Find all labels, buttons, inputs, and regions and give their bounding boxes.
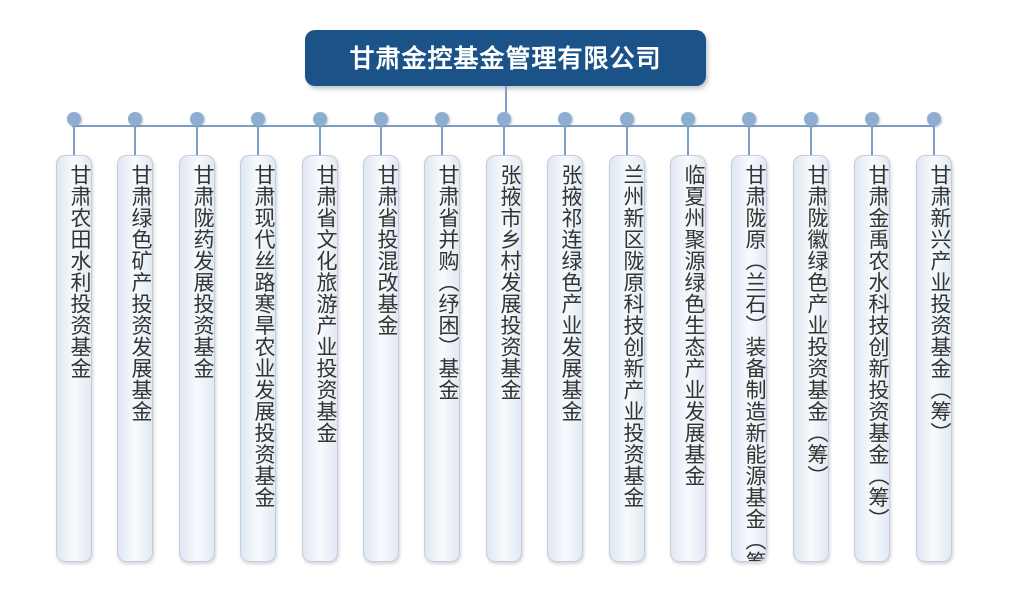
- branch-dot-icon: [67, 112, 81, 126]
- fund-box[interactable]: 甘肃省投混改基金: [363, 155, 399, 562]
- branch-stem-connector: [134, 126, 136, 155]
- fund-box[interactable]: 甘肃陇原（兰石）装备制造新能源基金（筹）: [731, 155, 767, 562]
- branch-dot-icon: [927, 112, 941, 126]
- branch-dot-icon: [190, 112, 204, 126]
- branch-stem-connector: [564, 126, 566, 155]
- fund-box[interactable]: 张掖祁连绿色产业发展基金: [547, 155, 583, 562]
- branch-stem-connector: [810, 126, 812, 155]
- branch-dot-icon: [804, 112, 818, 126]
- branch-stem-connector: [257, 126, 259, 155]
- fund-label: 甘肃新兴产业投资基金（筹）: [928, 164, 952, 444]
- branch-dot-icon: [497, 112, 511, 126]
- branch-dot-icon: [558, 112, 572, 126]
- branch-dot-icon: [865, 112, 879, 126]
- root-node-company[interactable]: 甘肃金控基金管理有限公司: [305, 30, 706, 86]
- fund-label: 甘肃陇原（兰石）装备制造新能源基金（筹）: [743, 164, 767, 562]
- fund-label: 甘肃省投混改基金: [375, 164, 399, 336]
- fund-label: 甘肃省并购（纾困）基金: [436, 164, 460, 401]
- branch-stem-connector: [626, 126, 628, 155]
- branch-dot-icon: [313, 112, 327, 126]
- branch-stem-connector: [441, 126, 443, 155]
- branch-dot-icon: [681, 112, 695, 126]
- fund-label: 张掖祁连绿色产业发展基金: [559, 164, 583, 422]
- horizontal-bus-connector: [72, 125, 933, 127]
- fund-box[interactable]: 临夏州聚源绿色生态产业发展基金: [670, 155, 706, 562]
- fund-box[interactable]: 兰州新区陇原科技创新产业投资基金: [609, 155, 645, 562]
- fund-label: 甘肃金禹农水科技创新投资基金（筹）: [866, 164, 890, 530]
- trunk-connector: [505, 86, 507, 126]
- fund-box[interactable]: 甘肃金禹农水科技创新投资基金（筹）: [854, 155, 890, 562]
- fund-label: 甘肃农田水利投资基金: [68, 164, 92, 379]
- fund-label: 兰州新区陇原科技创新产业投资基金: [621, 164, 645, 508]
- fund-box[interactable]: 甘肃省文化旅游产业投资基金: [302, 155, 338, 562]
- branch-stem-connector: [380, 126, 382, 155]
- fund-box[interactable]: 甘肃农田水利投资基金: [56, 155, 92, 562]
- fund-label: 张掖市乡村发展投资基金: [498, 164, 522, 401]
- branch-stem-connector: [871, 126, 873, 155]
- branch-stem-connector: [687, 126, 689, 155]
- fund-box[interactable]: 甘肃绿色矿产投资发展基金: [117, 155, 153, 562]
- fund-box[interactable]: 甘肃陇药发展投资基金: [179, 155, 215, 562]
- fund-label: 临夏州聚源绿色生态产业发展基金: [682, 164, 706, 487]
- fund-box[interactable]: 甘肃省并购（纾困）基金: [424, 155, 460, 562]
- fund-box[interactable]: 甘肃新兴产业投资基金（筹）: [916, 155, 952, 562]
- branch-dot-icon: [251, 112, 265, 126]
- fund-box[interactable]: 甘肃现代丝路寒旱农业发展投资基金: [240, 155, 276, 562]
- fund-label: 甘肃陇徽绿色产业投资基金（筹）: [805, 164, 829, 487]
- branch-stem-connector: [73, 126, 75, 155]
- branch-stem-connector: [503, 126, 505, 155]
- branch-stem-connector: [319, 126, 321, 155]
- branch-dot-icon: [435, 112, 449, 126]
- branch-stem-connector: [748, 126, 750, 155]
- branch-stem-connector: [933, 126, 935, 155]
- fund-box[interactable]: 甘肃陇徽绿色产业投资基金（筹）: [793, 155, 829, 562]
- branch-dot-icon: [128, 112, 142, 126]
- fund-label: 甘肃绿色矿产投资发展基金: [129, 164, 153, 422]
- branch-dot-icon: [742, 112, 756, 126]
- root-node-label: 甘肃金控基金管理有限公司: [349, 43, 662, 73]
- branch-dot-icon: [374, 112, 388, 126]
- fund-box[interactable]: 张掖市乡村发展投资基金: [486, 155, 522, 562]
- fund-label: 甘肃陇药发展投资基金: [191, 164, 215, 379]
- fund-label: 甘肃省文化旅游产业投资基金: [314, 164, 338, 444]
- fund-label: 甘肃现代丝路寒旱农业发展投资基金: [252, 164, 276, 508]
- branch-stem-connector: [196, 126, 198, 155]
- branch-dot-icon: [620, 112, 634, 126]
